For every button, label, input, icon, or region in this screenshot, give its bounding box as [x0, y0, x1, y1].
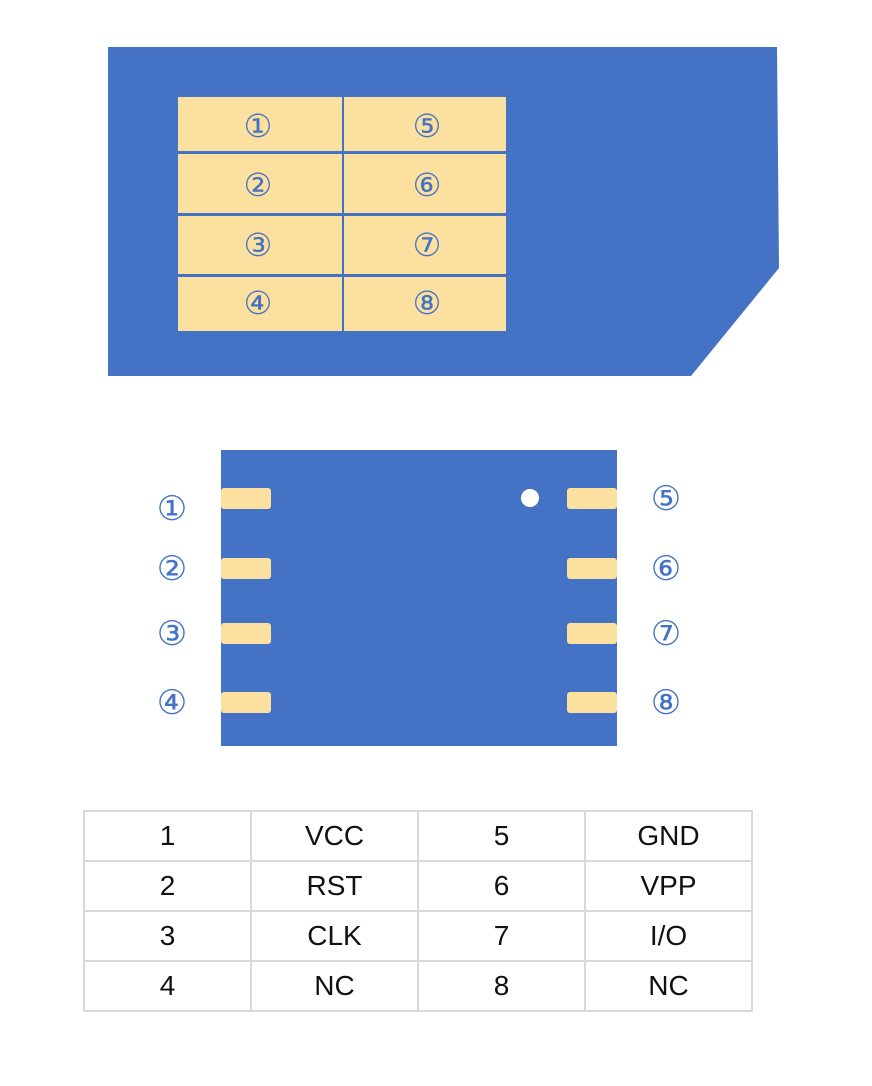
- sim-contact-label-1: ①: [244, 107, 273, 145]
- table-row: 2 RST 6 VPP: [83, 860, 753, 912]
- sim-contact-grid: [178, 97, 506, 331]
- sim-contact-7: [344, 216, 506, 274]
- pin-number-cell: 2: [83, 860, 252, 912]
- chip-pin-label-8: ⑧: [651, 683, 681, 723]
- chip-pin-label-2: ②: [157, 549, 187, 589]
- sim-contact-label-3: ③: [244, 226, 273, 264]
- sim-contact-4: [178, 277, 342, 331]
- chip-pin-label-1: ①: [157, 489, 187, 529]
- pin-name-cell: CLK: [250, 910, 419, 962]
- pin-name-cell: I/O: [584, 910, 753, 962]
- pin-assignment-table: 1 VCC 5 GND 2 RST 6 VPP 3 CLK 7 I/O 4 NC…: [83, 810, 753, 1012]
- pin-name-cell: GND: [584, 810, 753, 862]
- pin-1-marker-dot: [521, 489, 539, 507]
- pin-name-cell: VPP: [584, 860, 753, 912]
- chip-pin-label-6: ⑥: [651, 549, 681, 589]
- sim-contact-label-5: ⑤: [413, 107, 442, 145]
- sim-contact-6: [344, 154, 506, 213]
- pin-name-cell: NC: [250, 960, 419, 1012]
- sim-contact-5: [344, 97, 506, 151]
- pin-number-cell: 8: [417, 960, 586, 1012]
- chip-pin-8: [567, 692, 617, 713]
- pin-name-cell: RST: [250, 860, 419, 912]
- sim-contact-2: [178, 154, 342, 213]
- sim-contact-label-4: ④: [244, 284, 273, 322]
- chip-pin-7: [567, 623, 617, 644]
- chip-pin-label-7: ⑦: [651, 614, 681, 654]
- table-row: 4 NC 8 NC: [83, 960, 753, 1012]
- pin-number-cell: 4: [83, 960, 252, 1012]
- chip-pin-4: [221, 692, 271, 713]
- sim-contact-8: [344, 277, 506, 331]
- chip-body: [221, 450, 617, 746]
- pin-number-cell: 3: [83, 910, 252, 962]
- chip-pin-1: [221, 488, 271, 509]
- pin-name-cell: VCC: [250, 810, 419, 862]
- pin-number-cell: 6: [417, 860, 586, 912]
- chip-pin-label-5: ⑤: [651, 479, 681, 519]
- chip-pin-6: [567, 558, 617, 579]
- table-row: 3 CLK 7 I/O: [83, 910, 753, 962]
- chip-package-diagram: ① ② ③ ④ ⑤ ⑥ ⑦ ⑧: [157, 450, 681, 746]
- pin-number-cell: 7: [417, 910, 586, 962]
- sim-contact-label-7: ⑦: [413, 226, 442, 264]
- sim-contact-label-6: ⑥: [413, 166, 442, 204]
- sim-contact-label-8: ⑧: [413, 284, 442, 322]
- chip-pin-2: [221, 558, 271, 579]
- chip-pin-3: [221, 623, 271, 644]
- pin-number-cell: 5: [417, 810, 586, 862]
- table-row: 1 VCC 5 GND: [83, 810, 753, 862]
- sim-card-diagram: ① ⑤ ② ⑥ ③ ⑦ ④ ⑧: [108, 47, 779, 376]
- chip-pin-5: [567, 488, 617, 509]
- sim-contact-3: [178, 216, 342, 274]
- sim-contact-1: [178, 97, 342, 151]
- pin-name-cell: NC: [584, 960, 753, 1012]
- pin-number-cell: 1: [83, 810, 252, 862]
- chip-pin-label-4: ④: [157, 683, 187, 723]
- sim-contact-label-2: ②: [244, 166, 273, 204]
- chip-pin-label-3: ③: [157, 614, 187, 654]
